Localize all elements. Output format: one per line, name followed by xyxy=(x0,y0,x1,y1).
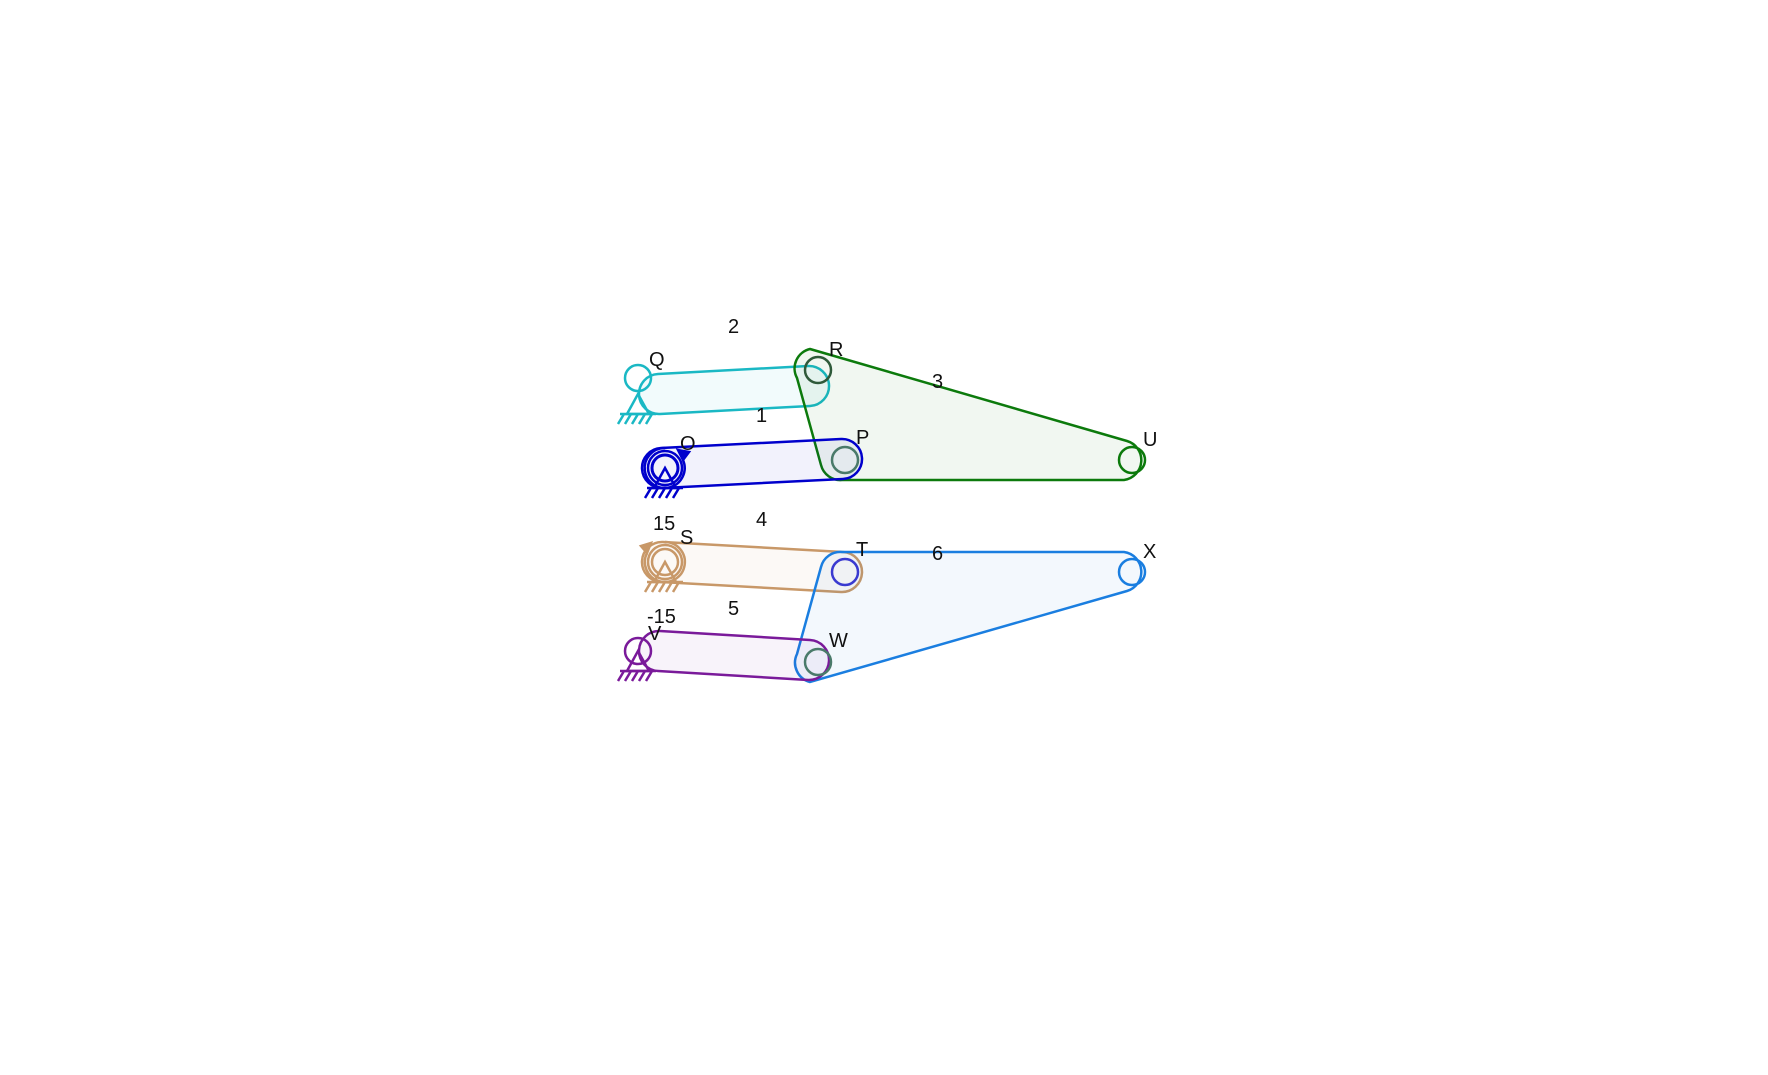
joint-label-X: X xyxy=(1143,541,1156,563)
link-label-5: 5 xyxy=(728,598,739,620)
joint-label-V: V xyxy=(648,623,662,645)
joint-W[interactable] xyxy=(803,647,833,677)
rotary-input-arrow-icon xyxy=(643,446,692,490)
joint-label-S: S xyxy=(680,527,693,549)
joint-R[interactable] xyxy=(803,355,833,385)
ground-pivot-icon xyxy=(616,648,656,682)
input-value-O: 15 xyxy=(653,513,675,535)
joint-label-P: P xyxy=(856,427,869,449)
joint-label-W: W xyxy=(829,630,848,652)
joint-O-outer xyxy=(646,449,684,487)
joint-Q[interactable] xyxy=(623,363,653,393)
joint-label-U: U xyxy=(1143,429,1157,451)
joint-label-T: T xyxy=(856,539,868,561)
link-label-1: 1 xyxy=(756,405,767,427)
link-label-4: 4 xyxy=(756,509,767,531)
joint-S[interactable] xyxy=(650,547,680,577)
joint-T[interactable] xyxy=(830,557,860,587)
input-value-S: -15 xyxy=(647,606,676,628)
joint-label-Q: Q xyxy=(649,349,665,371)
link-label-3: 3 xyxy=(932,371,943,393)
joint-label-O: O xyxy=(680,433,696,455)
link-label-2: 2 xyxy=(728,316,739,338)
link-2[interactable] xyxy=(637,364,831,416)
joint-S-outer xyxy=(646,543,684,581)
link-label-6: 6 xyxy=(932,543,943,565)
ground-pivot-icon xyxy=(616,391,656,425)
link-1[interactable] xyxy=(640,437,864,490)
joint-X[interactable] xyxy=(1117,557,1147,587)
link-6[interactable] xyxy=(793,550,1143,684)
joint-label-R: R xyxy=(829,339,843,361)
joint-P[interactable] xyxy=(830,445,860,475)
rotary-input-arrow-icon xyxy=(638,540,687,584)
link-5[interactable] xyxy=(637,629,831,682)
joint-V[interactable] xyxy=(623,636,653,666)
joint-U[interactable] xyxy=(1117,445,1147,475)
joint-O[interactable] xyxy=(650,453,680,483)
